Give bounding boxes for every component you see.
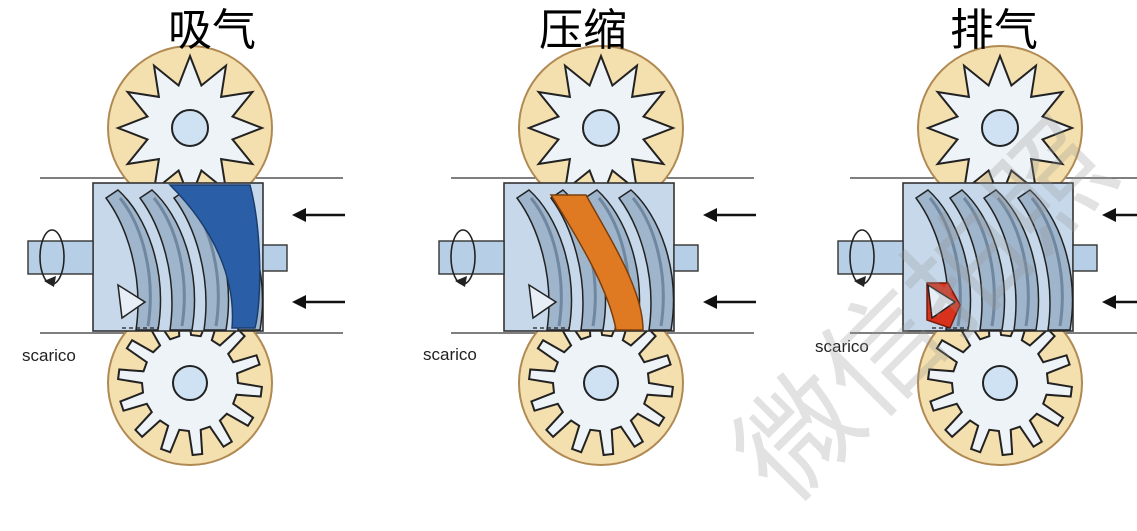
compression-gas-pocket	[549, 194, 644, 331]
end-shaft	[673, 244, 699, 272]
outlet-label-intake: scarico	[22, 346, 76, 365]
inlet-arrowhead	[703, 295, 717, 309]
lower-gear-hub	[583, 365, 619, 401]
rotor-blade-shade	[631, 197, 665, 327]
outlet-port-marker	[528, 283, 558, 320]
inlet-arrowhead	[1102, 208, 1116, 222]
rotation-arrowhead	[455, 276, 467, 287]
rotor-blade-shade	[118, 197, 152, 327]
stage-title-intake: 吸气	[168, 5, 256, 56]
intake-gas-pocket	[168, 184, 261, 329]
rotor-blade-shade	[1030, 197, 1064, 327]
outlet-label-discharge: scarico	[815, 337, 869, 356]
outlet-label-compression: scarico	[423, 345, 477, 364]
rotor-blade-shade	[996, 197, 1030, 327]
inlet-arrowhead	[292, 208, 306, 222]
rotor-blade	[104, 189, 162, 331]
rotation-arrowhead	[854, 276, 866, 287]
upper-gear-hub	[981, 109, 1019, 147]
rotor-blade-shade	[928, 197, 962, 327]
rotor-blade	[948, 189, 1006, 331]
outlet-port-marker	[927, 283, 957, 320]
rotor-blade	[515, 189, 573, 331]
stage-title-discharge: 排气	[950, 5, 1038, 56]
inlet-arrowhead	[292, 295, 306, 309]
end-shaft	[262, 244, 288, 272]
upper-gear-hub	[582, 109, 620, 147]
drive-shaft	[27, 240, 94, 275]
outlet-port-marker	[117, 283, 147, 320]
stage-title-compression: 压缩	[539, 5, 627, 56]
stage-intake	[27, 45, 345, 466]
compressor-stages-diagram	[27, 45, 1137, 466]
rotor-blade	[914, 189, 972, 331]
lower-gear-hub	[172, 365, 208, 401]
drive-shaft	[438, 240, 505, 275]
rotor-blade-shade	[962, 197, 996, 327]
rotor-blade-shade	[152, 197, 186, 327]
rotor-blade	[617, 189, 675, 331]
lower-gear-hub	[982, 365, 1018, 401]
inlet-arrowhead	[1102, 295, 1116, 309]
stage-compression	[438, 45, 756, 466]
stage-discharge	[837, 45, 1137, 466]
screw-compressor-figure: 吸气 压缩 排气 scarico scarico scarico 微信拍照	[22, 5, 1137, 527]
rotor-blade	[982, 189, 1040, 331]
rotor-blade	[1016, 189, 1074, 331]
inlet-arrowhead	[703, 208, 717, 222]
end-shaft	[1072, 244, 1098, 272]
drive-shaft	[837, 240, 904, 275]
rotation-arrowhead	[44, 276, 56, 287]
rotor-blade-shade	[529, 197, 563, 327]
rotor-blade	[138, 189, 196, 331]
upper-gear-hub	[171, 109, 209, 147]
